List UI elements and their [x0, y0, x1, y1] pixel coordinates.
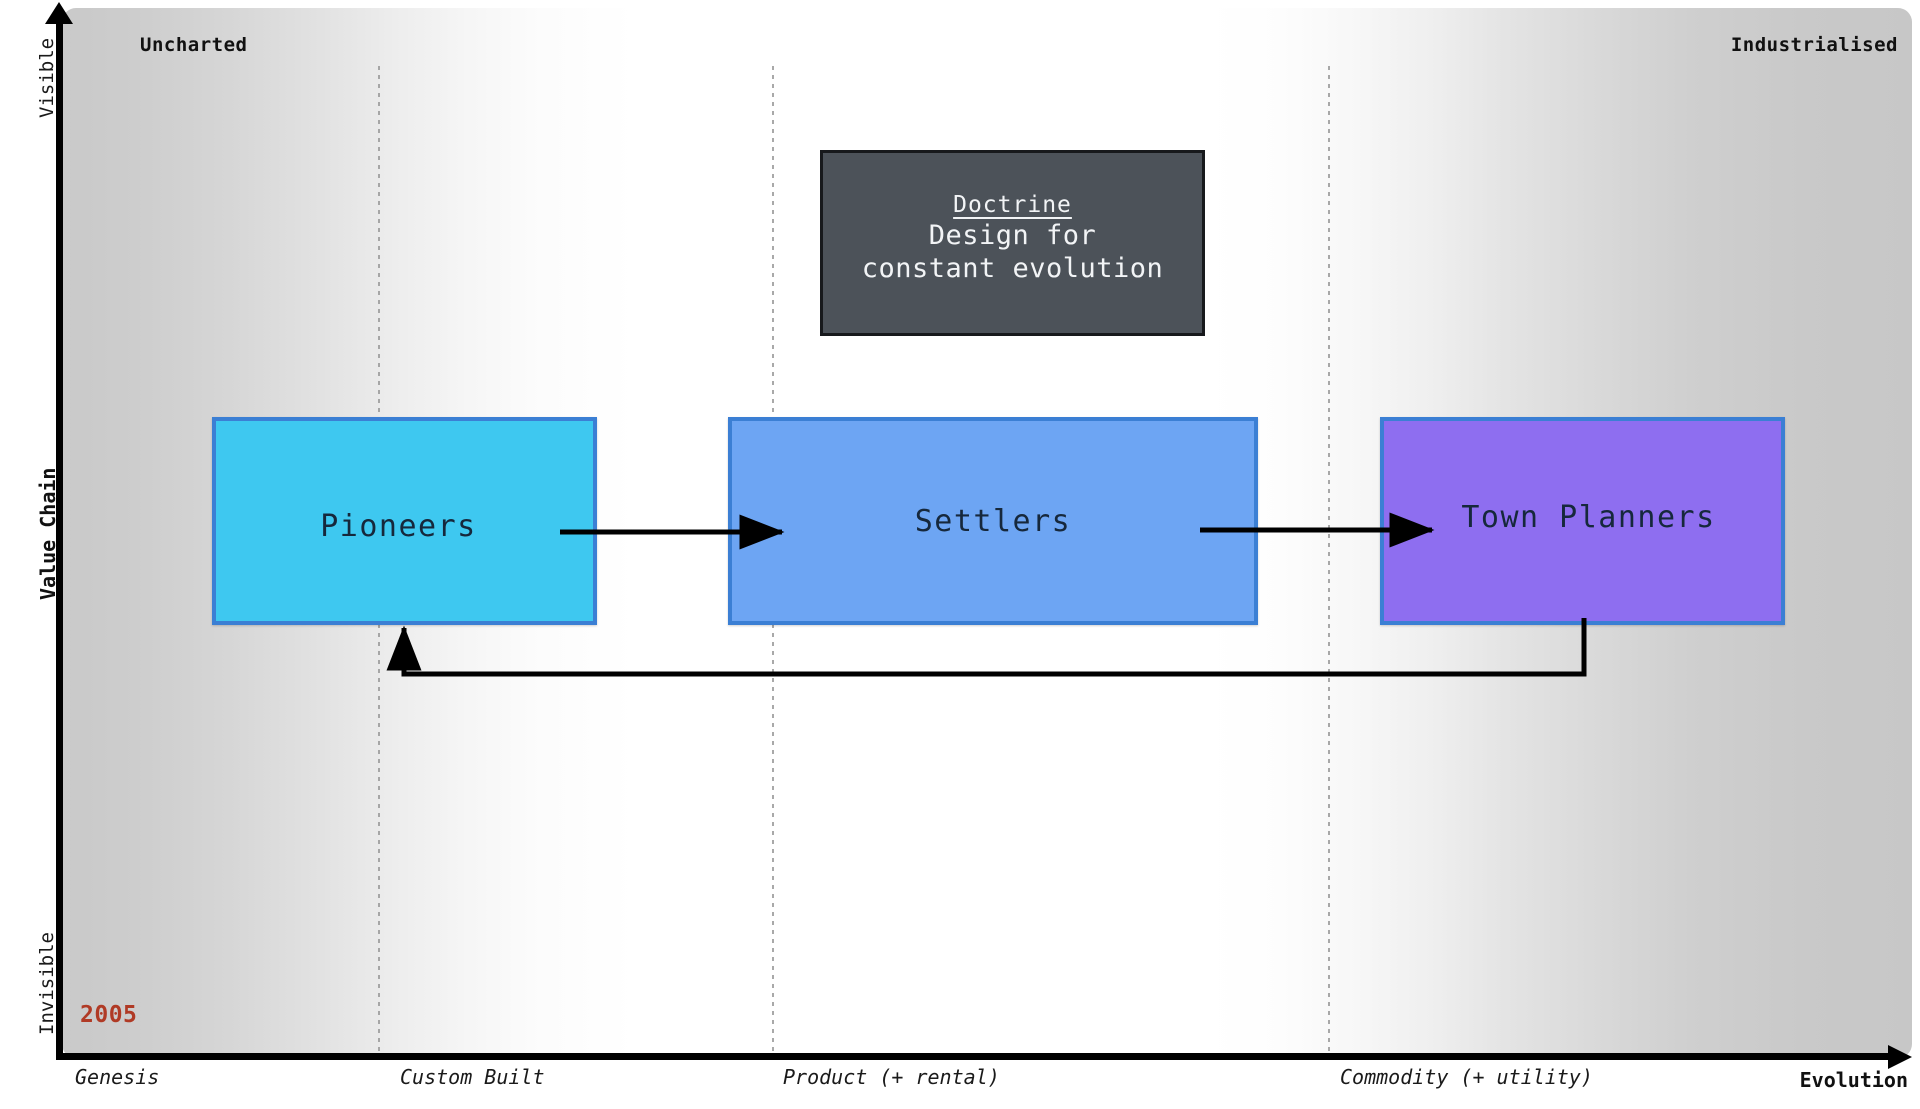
y-axis-arrowhead	[45, 2, 73, 24]
node-pioneers-label: Pioneers	[320, 508, 477, 544]
year-label: 2005	[80, 1002, 138, 1028]
x-axis-title: Evolution	[1799, 1068, 1908, 1092]
x-tick-custom-built: Custom Built	[400, 1065, 545, 1089]
y-axis-top-label: Visible	[36, 37, 58, 118]
node-pioneers[interactable]: Pioneers	[212, 417, 597, 625]
node-townplanners-label: Town Planners	[1461, 499, 1716, 535]
x-tick-genesis: Genesis	[75, 1065, 160, 1089]
y-axis-title: Value Chain	[36, 467, 60, 600]
node-settlers-label: Settlers	[914, 503, 1072, 539]
x-axis-arrowhead	[1888, 1045, 1912, 1069]
doctrine-text-line1: Design for	[928, 220, 1097, 252]
doctrine-text-line2: constant evolution	[861, 253, 1164, 284]
doctrine-text: Design for constant evolution	[862, 220, 1164, 286]
x-tick-commodity: Commodity (+ utility)	[1340, 1065, 1593, 1089]
y-axis-bottom-label: Invisible	[36, 932, 58, 1035]
node-settlers[interactable]: Settlers	[728, 417, 1258, 625]
zone-label-uncharted: Uncharted	[140, 34, 248, 56]
zone-label-industrialised: Industrialised	[1730, 34, 1898, 56]
x-axis-line	[56, 1053, 1896, 1060]
doctrine-annotation[interactable]: Doctrine Design for constant evolution	[820, 150, 1205, 336]
x-tick-product: Product (+ rental)	[783, 1065, 1000, 1089]
doctrine-title: Doctrine	[953, 192, 1072, 219]
y-axis-line	[56, 18, 63, 1058]
gridline-commodity	[1328, 66, 1330, 1058]
node-townplanners[interactable]: Town Planners	[1380, 417, 1785, 625]
